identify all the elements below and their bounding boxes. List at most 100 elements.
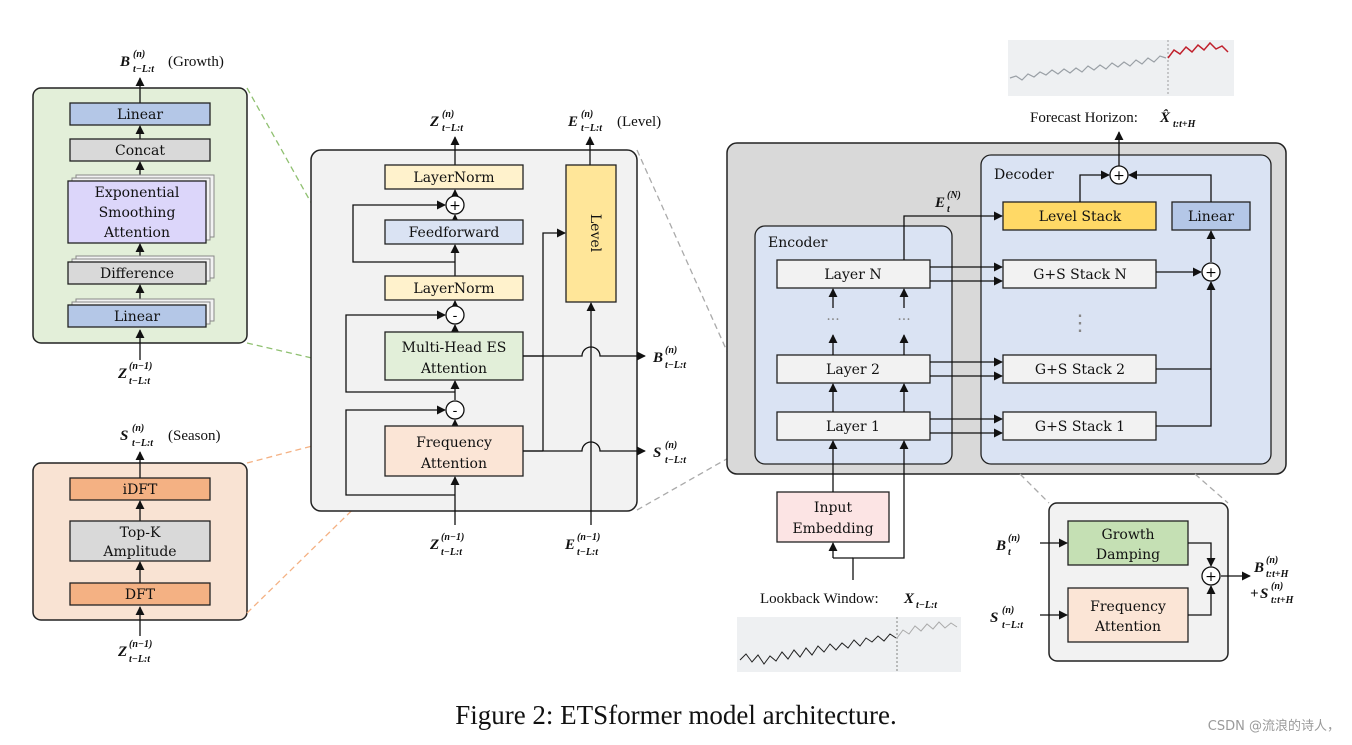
- feedforward-label: Feedforward: [409, 225, 500, 241]
- input-embedding-label-1: Input: [814, 500, 853, 516]
- feedforward: [384, 219, 524, 245]
- season-topk-label-1: Top-K: [120, 525, 161, 541]
- enc-b-out-sub: t−L:t: [665, 360, 687, 371]
- season-input-symbol: Z: [117, 644, 127, 660]
- gs-in-s-sub: t−L:t: [1002, 620, 1024, 631]
- watermark: CSDN @流浪的诗人，: [1208, 718, 1340, 734]
- enc-s-out-sup: (n): [665, 440, 677, 451]
- growth-module: B (n) t−L:t (Growth) Linear Concat Expon…: [32, 49, 248, 387]
- enc-bottom-right-symbol: E: [564, 537, 575, 553]
- gs-add-circle: [1201, 566, 1221, 586]
- enc-top-left-sup: (n): [442, 109, 454, 120]
- growth-linear-top: [69, 102, 211, 126]
- season-module: S (n) t−L:t (Season) iDFT Top-K Amplitud…: [32, 423, 248, 665]
- subtract-circle-2: [445, 400, 465, 420]
- gs-in-b-sub: t: [1008, 547, 1012, 558]
- gs-stack-2-label: G+S Stack 2: [1035, 362, 1125, 378]
- figure-caption: Figure 2: ETSformer model architecture.: [455, 700, 897, 730]
- growth-damping-label-1: Growth: [1102, 527, 1155, 543]
- gs-in-b-sup: (n): [1008, 533, 1020, 544]
- enc-b-out-sup: (n): [665, 345, 677, 356]
- gs-stack-1-label: G+S Stack 1: [1035, 419, 1125, 435]
- growth-output-sup: (n): [133, 49, 145, 60]
- enc-b-out-symbol: B: [652, 350, 663, 366]
- encoder-title: Encoder: [768, 235, 828, 251]
- gs-out-s-prefix: +: [1250, 586, 1259, 602]
- ellipsis-right: ···: [897, 312, 910, 328]
- lookback-sub: t−L:t: [916, 600, 938, 611]
- gs-in-s-symbol: S: [990, 610, 998, 626]
- lookback-chart-thumbnail: [737, 617, 961, 672]
- encoder-layer-1: [776, 411, 931, 441]
- growth-output-symbol: B: [119, 54, 130, 70]
- gs-freq-label-2: Attention: [1094, 619, 1161, 635]
- growth-output-label: (Growth): [168, 54, 224, 70]
- encoder-layer-1-label: Layer 1: [826, 419, 880, 435]
- plus-sign-4: +: [1205, 569, 1217, 585]
- season-idft: [69, 477, 211, 501]
- enc-s-out-symbol: S: [653, 445, 661, 461]
- forecast-chart-thumbnail: [1008, 40, 1234, 96]
- encoder-layer-detail: Z (n) t−L:t E (n) t−L:t (Level) LayerNor…: [310, 109, 687, 558]
- forecast-symbol: X̂: [1159, 108, 1171, 126]
- gs-out-s-sub: t:t+H: [1271, 595, 1295, 606]
- growth-esa-block: [67, 180, 207, 244]
- input-embedding-label-2: Embedding: [792, 521, 873, 537]
- layernorm-top: [384, 164, 524, 190]
- enc-bottom-left-sup: (n−1): [441, 532, 464, 543]
- gs-out-b-sub: t:t+H: [1266, 569, 1290, 580]
- gs-out-b-sup: (n): [1266, 555, 1278, 566]
- growth-damping-label-2: Damping: [1096, 547, 1160, 563]
- growth-linear-top-label: Linear: [117, 107, 163, 123]
- enc-top-right-sub: t−L:t: [581, 123, 603, 134]
- decoder-title: Decoder: [994, 167, 1054, 183]
- growth-input-sup: (n−1): [129, 361, 152, 372]
- layernorm-top-label: LayerNorm: [413, 170, 494, 186]
- gs-in-b-symbol: B: [995, 538, 1006, 554]
- season-output-symbol: S: [120, 428, 128, 444]
- gs-freq-label-1: Frequency: [1090, 599, 1166, 615]
- level-block: [565, 164, 617, 303]
- growth-input-symbol: Z: [117, 366, 127, 382]
- gs-stack-detail: Growth Damping Frequency Attention + B (…: [990, 502, 1295, 662]
- season-output-sub: t−L:t: [132, 438, 154, 449]
- gs-frequency-attention: [1067, 587, 1189, 643]
- layernorm-mid-label: LayerNorm: [413, 281, 494, 297]
- plus-sign-1: +: [449, 198, 461, 214]
- decoder-panel: [980, 154, 1272, 465]
- plus-sign-3: +: [1205, 265, 1217, 281]
- enc-top-right-symbol: E: [567, 114, 578, 130]
- growth-difference: [67, 261, 207, 285]
- growth-linear-bottom-label: Linear: [114, 309, 160, 325]
- multi-head-es-attention: [384, 331, 524, 381]
- enc-bottom-right-sup: (n−1): [577, 532, 600, 543]
- mhesa-label-1: Multi-Head ES: [402, 340, 507, 356]
- gs-stack-2: [1002, 354, 1157, 384]
- gs-in-s-sup: (n): [1002, 605, 1014, 616]
- gs-out-b-symbol: B: [1253, 560, 1264, 576]
- growth-esa-label-3: Attention: [103, 225, 170, 241]
- forecast-sub: t:t+H: [1173, 119, 1197, 130]
- encoder-layer-2: [776, 354, 931, 384]
- enc-bottom-right-sub: t−L:t: [577, 547, 599, 558]
- enc-top-left-symbol: Z: [429, 114, 439, 130]
- input-embedding: [776, 491, 890, 543]
- enc-bottom-left-sub: t−L:t: [441, 547, 463, 558]
- forecast-label: Forecast Horizon:: [1030, 110, 1138, 126]
- encoder-layer-2-label: Layer 2: [826, 362, 880, 378]
- gs-stack-n-label: G+S Stack N: [1033, 267, 1127, 283]
- season-output-sup: (n): [132, 423, 144, 434]
- level-stack: [1002, 201, 1157, 231]
- encoder-layer-n-label: Layer N: [824, 267, 881, 283]
- frequency-attention: [384, 425, 524, 477]
- freq-attn-label-1: Frequency: [416, 435, 492, 451]
- enc-top-right-sup: (n): [581, 109, 593, 120]
- gs-out-s-sup: (n): [1271, 581, 1283, 592]
- season-idft-label: iDFT: [123, 482, 158, 498]
- residual-add-circle: [445, 195, 465, 215]
- growth-output-sub: t−L:t: [133, 64, 155, 75]
- season-topk-label-2: Amplitude: [102, 544, 176, 560]
- growth-damping: [1067, 520, 1189, 566]
- growth-difference-label: Difference: [100, 266, 174, 282]
